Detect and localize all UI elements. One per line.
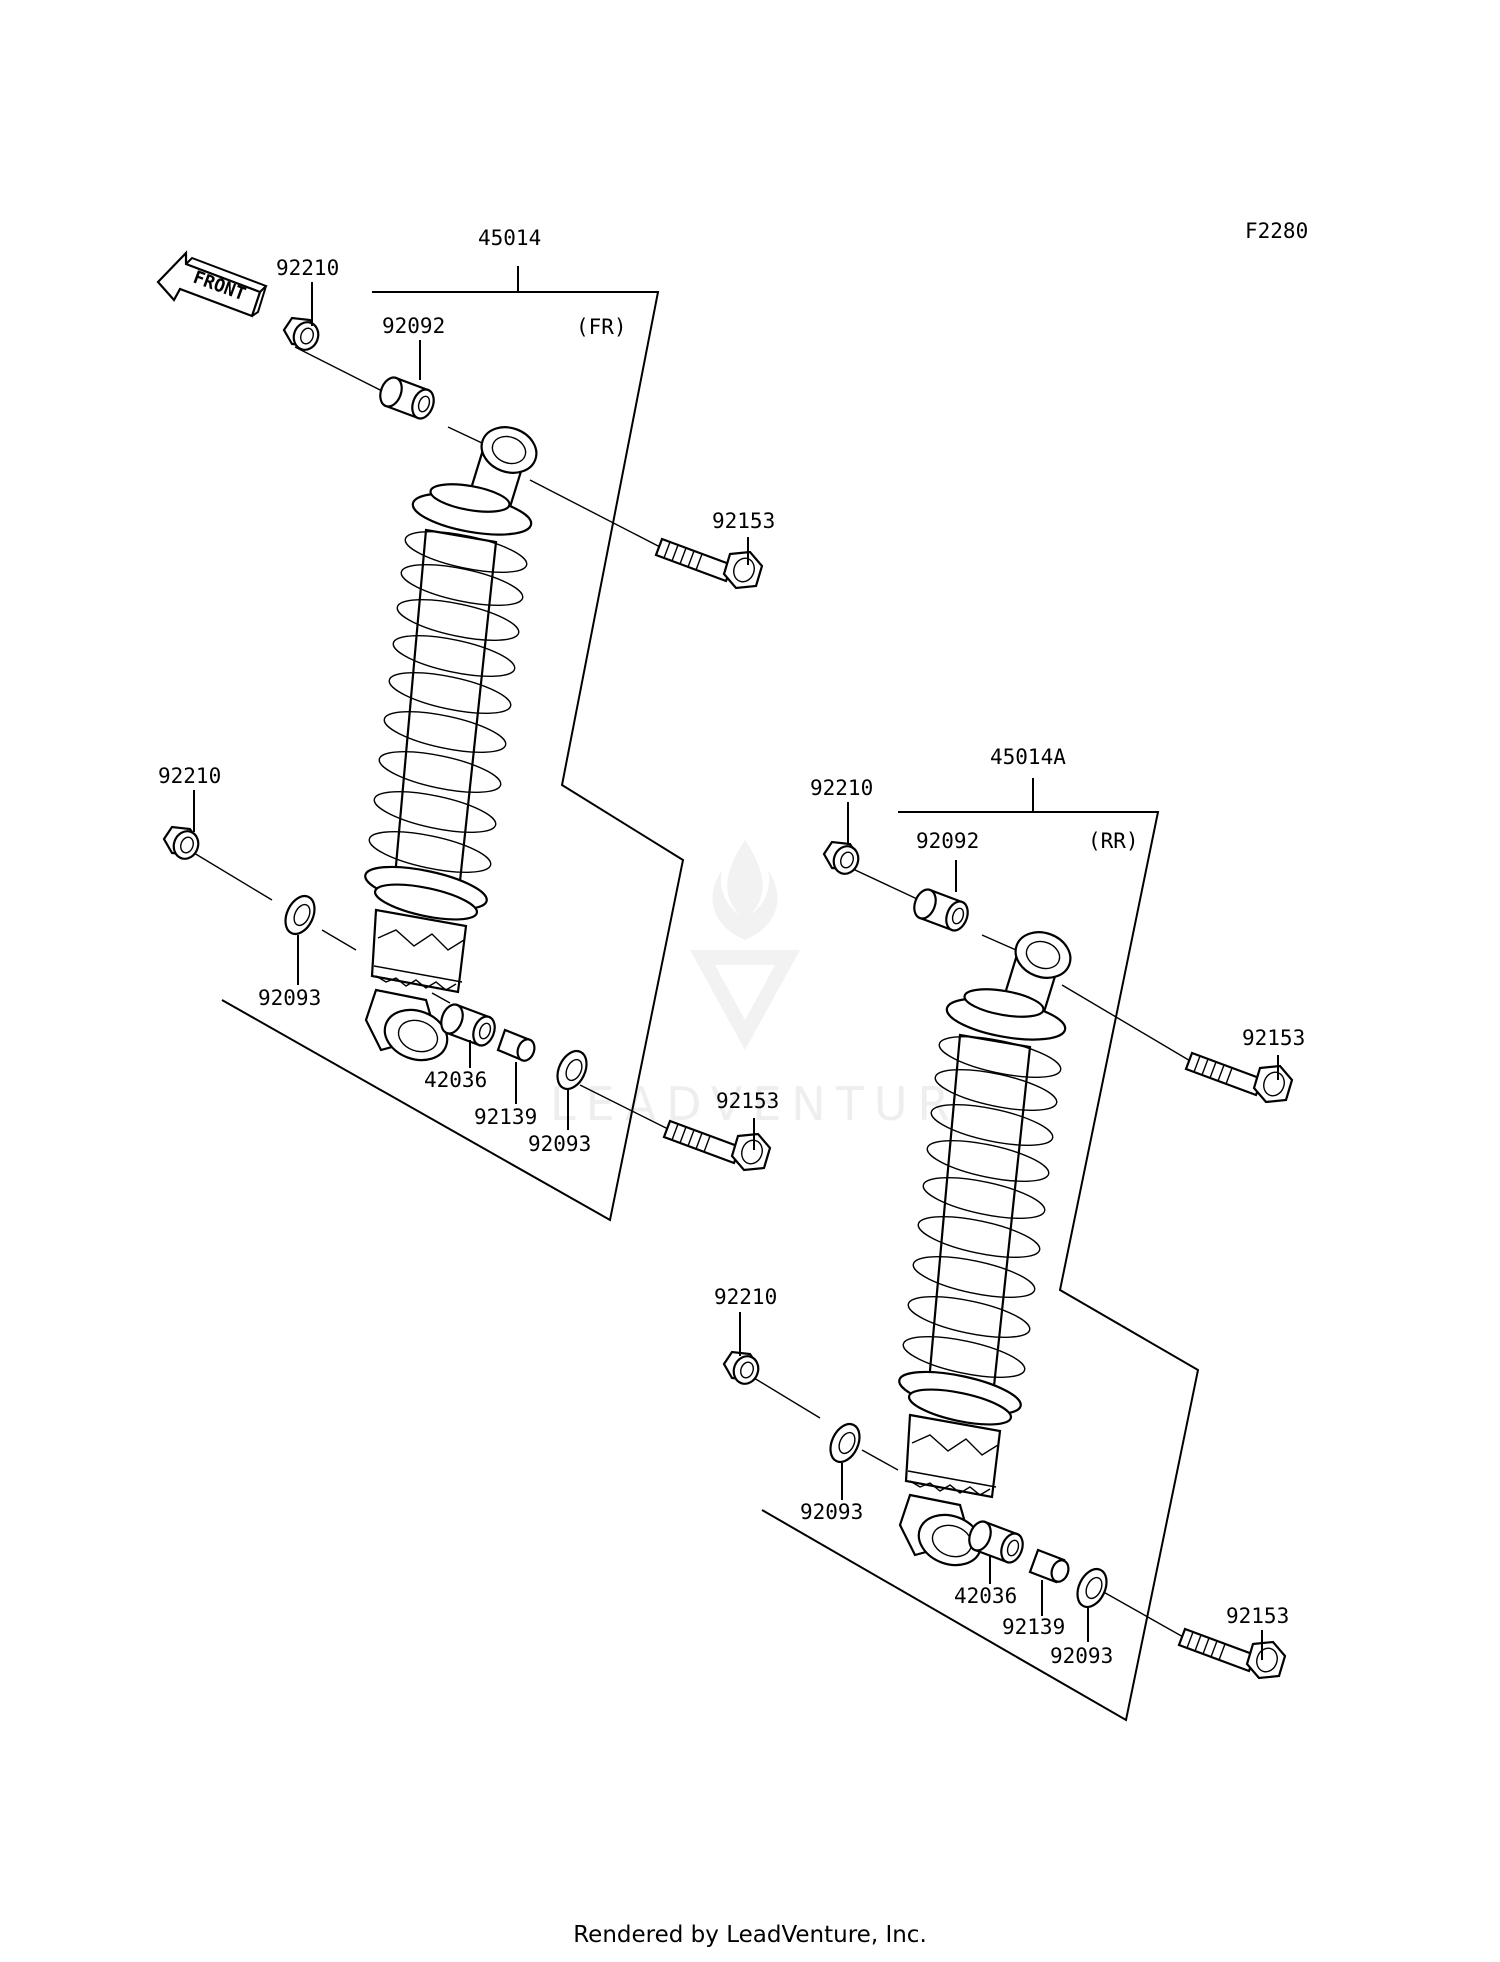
bolt-icon bbox=[1184, 1051, 1294, 1104]
bolt-icon bbox=[1177, 1627, 1287, 1680]
watermark-text: LEADVENTURE bbox=[550, 1077, 999, 1131]
part-label: 92153 bbox=[716, 1089, 779, 1113]
part-label: 92093 bbox=[800, 1500, 863, 1524]
assembly-number-rr: 45014A bbox=[990, 745, 1066, 769]
assembly-bracket-rr bbox=[761, 811, 1200, 1722]
flange-nut-icon bbox=[162, 825, 204, 864]
flange-nut-icon bbox=[282, 316, 324, 355]
part-label: 92093 bbox=[258, 986, 321, 1010]
assembly-number-fr: 45014 bbox=[478, 226, 541, 250]
collar-icon bbox=[909, 885, 973, 935]
part-label: 42036 bbox=[954, 1584, 1017, 1608]
seal-icon bbox=[1070, 1563, 1114, 1613]
part-label: 92210 bbox=[158, 764, 221, 788]
assembly-bracket-fr bbox=[221, 291, 685, 1222]
flange-nut-icon bbox=[722, 1350, 764, 1389]
part-label: 92210 bbox=[810, 776, 873, 800]
part-label: 92153 bbox=[1226, 1604, 1289, 1628]
part-label: 92210 bbox=[276, 256, 339, 280]
footer-credit: Rendered by LeadVenture, Inc. bbox=[573, 1922, 927, 1948]
flange-nut-icon bbox=[822, 840, 864, 879]
collar-short-icon bbox=[496, 1028, 536, 1062]
part-label: 92139 bbox=[474, 1105, 537, 1129]
leadventure-watermark: LEADVENTURE bbox=[550, 840, 999, 1131]
part-label: 92093 bbox=[1050, 1644, 1113, 1668]
front-shock-group: 45014 (FR) 92210 92 bbox=[158, 226, 779, 1222]
rear-shock-group: 45014A (RR) 92210 92092 bbox=[714, 745, 1305, 1722]
position-label-fr: (FR) bbox=[576, 315, 627, 339]
seal-icon bbox=[823, 1418, 867, 1468]
part-label: 92153 bbox=[1242, 1026, 1305, 1050]
seal-icon bbox=[278, 890, 322, 940]
collar-icon bbox=[375, 373, 439, 423]
part-label: 92092 bbox=[382, 314, 445, 338]
part-label: 92210 bbox=[714, 1285, 777, 1309]
shock-absorber-rr bbox=[894, 923, 1078, 1575]
collar-short-icon bbox=[1028, 1548, 1070, 1584]
shock-absorber-fr bbox=[360, 418, 544, 1070]
figure-code: F2280 bbox=[1245, 219, 1308, 243]
part-label: 92139 bbox=[1002, 1615, 1065, 1639]
part-label: 92153 bbox=[712, 509, 775, 533]
position-label-rr: (RR) bbox=[1088, 829, 1139, 853]
part-label: 42036 bbox=[424, 1068, 487, 1092]
front-arrow-icon: FRONT bbox=[156, 250, 268, 318]
part-label: 92092 bbox=[916, 829, 979, 853]
part-label: 92093 bbox=[528, 1132, 591, 1156]
bolt-icon bbox=[654, 537, 764, 590]
